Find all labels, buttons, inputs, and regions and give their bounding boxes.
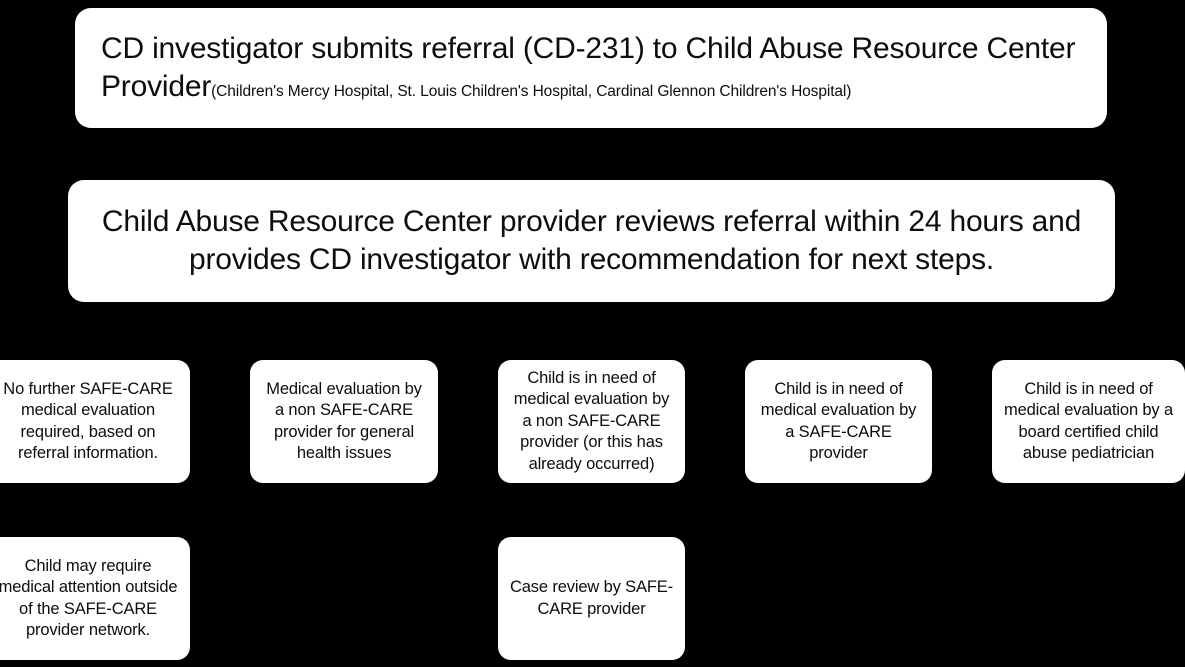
follow-up-label: Child may require medical attention outs… <box>0 556 178 639</box>
flow-node-need-safecare: Child is in need of medical evaluation b… <box>745 360 932 483</box>
flow-node-case-review: Case review by SAFE-CARE provider <box>498 537 685 660</box>
referral-submit-main: CD investigator submits referral (CD-231… <box>101 32 1076 103</box>
outcome-label: No further SAFE-CARE medical evaluation … <box>3 379 173 462</box>
flow-node-need-non-safecare: Child is in need of medical evaluation b… <box>498 360 685 483</box>
flow-node-no-further-eval: No further SAFE-CARE medical evaluation … <box>0 360 190 483</box>
outcome-label: Child is in need of medical evaluation b… <box>1004 379 1173 462</box>
outcome-label: Child is in need of medical evaluation b… <box>513 368 670 473</box>
referral-submit-text: CD investigator submits referral (CD-231… <box>101 30 1081 106</box>
follow-up-label: Case review by SAFE-CARE provider <box>510 578 673 618</box>
flow-node-outside-network: Child may require medical attention outs… <box>0 537 190 660</box>
referral-review-text: Child Abuse Resource Center provider rev… <box>101 205 1082 276</box>
flow-node-referral-review: Child Abuse Resource Center provider rev… <box>68 180 1115 302</box>
flow-node-need-cap: Child is in need of medical evaluation b… <box>992 360 1185 483</box>
outcome-label: Child is in need of medical evaluation b… <box>760 379 917 462</box>
outcome-label: Medical evaluation by a non SAFE-CARE pr… <box>266 379 422 462</box>
referral-submit-subtext: (Children's Mercy Hospital, St. Louis Ch… <box>211 83 852 100</box>
flow-node-non-safecare-general: Medical evaluation by a non SAFE-CARE pr… <box>250 360 438 483</box>
flow-node-referral-submit: CD investigator submits referral (CD-231… <box>75 8 1107 128</box>
